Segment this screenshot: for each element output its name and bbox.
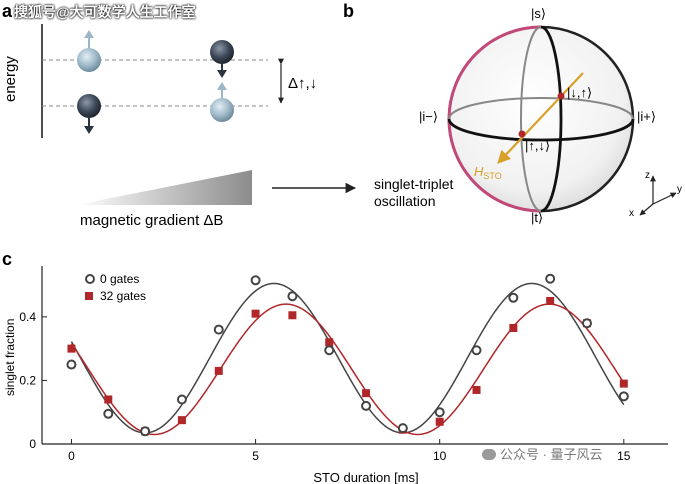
spin-down-dark-upper	[210, 40, 234, 78]
panel-c-label: c	[2, 249, 12, 269]
x-tick-label: 0	[68, 449, 75, 463]
legend: 0 gates 32 gates	[85, 272, 146, 303]
data-point-32-gates	[435, 417, 444, 426]
delta-label: Δ↑,↓	[288, 75, 317, 92]
data-point-32-gates	[472, 385, 481, 394]
data-point-0-gates	[213, 324, 224, 335]
equator-front	[447, 118, 635, 142]
state-i-plus-label: |i+⟩	[637, 109, 656, 124]
panel-b-label: b	[343, 1, 354, 21]
state-point-up-down	[518, 130, 526, 138]
data-point-32-gates	[288, 311, 297, 320]
data-point-32-gates	[104, 395, 113, 404]
legend-label-32-gates: 32 gates	[100, 289, 146, 303]
axis-y-label: y	[677, 184, 682, 195]
gradient-wedge	[76, 170, 252, 205]
axis-x-label: x	[629, 208, 634, 219]
y-tick-label: 0.2	[19, 373, 36, 387]
panel-b: b singlet-triplet oscillation |s⟩ |t⟩ |i…	[343, 1, 682, 225]
meridian-back	[520, 26, 542, 212]
data-point-0-gates	[508, 292, 519, 303]
data-point-0-gates	[471, 345, 482, 356]
spin-down-dark-lower	[77, 94, 101, 134]
data-point-0-gates	[103, 408, 114, 419]
x-tick-label: 15	[617, 449, 631, 463]
state-up-down-label: |↑,↓⟩	[525, 138, 550, 153]
state-i-minus-label: |i−⟩	[419, 109, 438, 124]
data-point-32-gates	[362, 389, 371, 398]
state-t-label: |t⟩	[531, 210, 543, 225]
meridian-front	[540, 25, 563, 213]
data-point-32-gates	[214, 366, 223, 375]
wechat-watermark: 公众号 · 量子风云	[482, 444, 603, 463]
bloch-sphere	[447, 25, 635, 213]
data-point-0-gates	[434, 407, 445, 418]
data-point-32-gates	[619, 379, 628, 388]
data-point-32-gates	[546, 296, 555, 305]
spin-up-light-upper	[77, 30, 101, 72]
panel-a: a energy Δ↑,↓ ma	[2, 1, 317, 229]
wechat-watermark-text: 公众号 · 量子风云	[500, 447, 603, 462]
data-point-32-gates	[177, 416, 186, 425]
panel-a-label: a	[2, 1, 13, 21]
data-point-0-gates	[361, 400, 372, 411]
fit-curve-series-1	[70, 303, 625, 436]
data-point-0-gates	[250, 275, 261, 286]
wechat-icon	[482, 449, 496, 460]
fit-curve-series-0	[70, 282, 625, 434]
x-tick-label: 5	[252, 449, 259, 463]
equator-back	[448, 97, 634, 120]
coordinate-axes: z y x	[629, 170, 682, 219]
state-s-label: |s⟩	[531, 6, 546, 21]
data-point-0-gates	[176, 394, 187, 405]
sohu-watermark: 搜狐号@大可数学人生工作室	[14, 4, 196, 20]
legend-marker-32-gates	[85, 292, 93, 300]
oscillation-caption-line1: singlet-triplet	[374, 176, 453, 192]
singlet-fraction-axis-label: singlet fraction	[3, 319, 17, 396]
data-point-32-gates	[251, 309, 260, 318]
data-point-0-gates	[397, 423, 408, 434]
data-point-0-gates	[140, 426, 151, 437]
chart-plot-area: 0 0.2 0.4 0 5 10 15	[19, 266, 668, 463]
x-tick-label: 10	[433, 449, 447, 463]
state-point-down-up	[557, 92, 565, 100]
hsto-axis	[497, 72, 584, 164]
data-point-32-gates	[509, 323, 518, 332]
spin-up-light-lower	[210, 82, 234, 122]
data-point-0-gates	[287, 291, 298, 302]
gradient-label: magnetic gradient ΔB	[80, 212, 223, 229]
data-point-0-gates	[581, 318, 592, 329]
hsto-label: HSTO	[474, 164, 502, 181]
panel-c: c singlet fraction STO duration [ms] 0 0.…	[2, 249, 668, 484]
axis-z-label: z	[645, 170, 650, 181]
data-point-32-gates	[325, 338, 334, 347]
energy-axis-label: energy	[2, 56, 19, 102]
data-point-0-gates	[545, 273, 556, 284]
data-point-0-gates	[618, 391, 629, 402]
y-tick-label: 0.4	[19, 310, 36, 324]
legend-label-0-gates: 0 gates	[100, 272, 139, 286]
state-down-up-label: |↓,↑⟩	[567, 85, 592, 100]
data-point-32-gates	[67, 344, 76, 353]
data-point-0-gates	[324, 345, 335, 356]
y-tick-label: 0	[29, 437, 36, 451]
oscillation-caption-line2: oscillation	[374, 193, 435, 209]
legend-marker-0-gates	[85, 274, 95, 284]
data-point-0-gates	[66, 359, 77, 370]
sto-duration-axis-label: STO duration [ms]	[313, 470, 418, 484]
